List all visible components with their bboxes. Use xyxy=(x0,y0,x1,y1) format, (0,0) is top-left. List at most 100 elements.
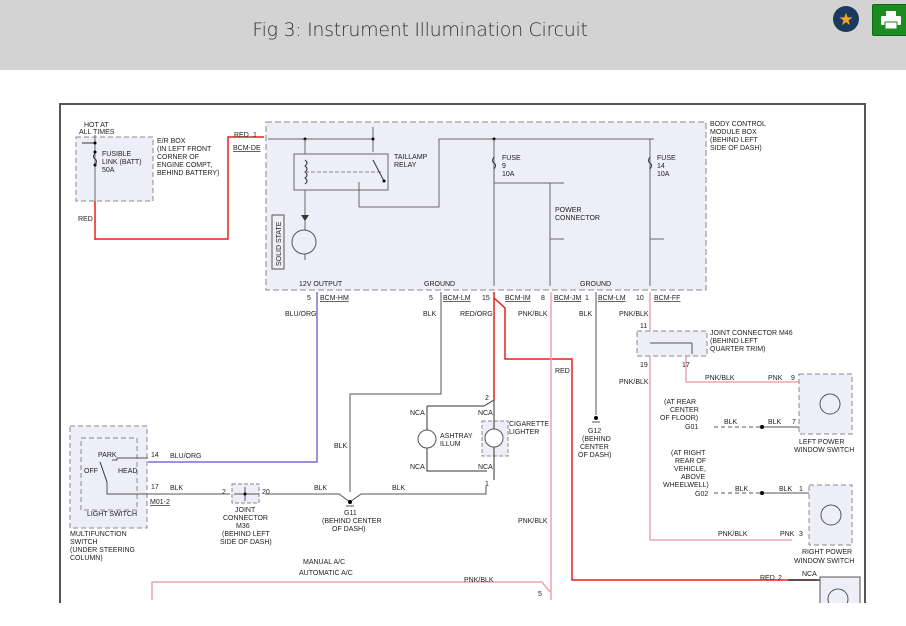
diagram-label: 1 xyxy=(585,295,589,302)
diagram-label: M01-2 xyxy=(150,499,170,506)
diagram-label: G12 xyxy=(588,428,601,435)
diagram-label: G01 xyxy=(685,424,698,431)
diagram-label: CENTER xyxy=(580,444,609,451)
diagram-label: MULTIFUNCTION xyxy=(70,531,127,538)
diagram-label: BLK xyxy=(768,419,782,426)
diagram-label: M36 xyxy=(236,523,250,530)
diagram-label: G11 xyxy=(344,510,357,517)
diagram-label: HOT AT xyxy=(84,122,109,129)
er-box: HOT AT ALL TIMES FUSIBLE LINK (BATT) 50A… xyxy=(75,122,219,240)
diagram-label: 17 xyxy=(682,362,690,369)
diagram-label: CORNER OF xyxy=(157,154,199,161)
diagram-label: HEAD xyxy=(118,468,137,475)
wire-blu-org xyxy=(148,292,318,463)
wire-pnk-blk-right xyxy=(649,292,792,541)
wiring-diagram: HOT AT ALL TIMES FUSIBLE LINK (BATT) 50A… xyxy=(59,103,866,603)
diagram-label: 11 xyxy=(640,323,647,330)
diagram-label: (AT REAR xyxy=(664,399,696,406)
diagram-label: 9 xyxy=(791,375,795,382)
joint-connector-m46: 11 19 17 JOINT CONNECTOR M46 (BEHIND LEF… xyxy=(619,323,793,386)
diagram-label: JOINT CONNECTOR M46 xyxy=(710,330,793,337)
diagram-label: REAR OF xyxy=(675,458,706,465)
diagram-label: (BEHIND xyxy=(582,436,611,443)
diagram-label: PNK xyxy=(780,531,795,538)
diagram-label: (BEHIND LEFT xyxy=(710,338,759,345)
diagram-label: GROUND xyxy=(424,281,455,288)
diagram-label: 2 xyxy=(485,395,489,402)
diagram-label: 17 xyxy=(151,484,159,491)
diagram-label: SIDE OF DASH) xyxy=(710,145,762,152)
diagram-label: 5 xyxy=(429,295,433,302)
diagram-label: PNK/BLK xyxy=(619,379,649,386)
printer-icon xyxy=(881,11,901,30)
diagram-label: BLK xyxy=(579,311,593,318)
diagram-label: ENGINE COMPT, xyxy=(157,162,212,169)
diagram-label: OF FLOOR) xyxy=(660,415,698,422)
diagram-label: BEHIND BATTERY) xyxy=(157,170,219,177)
diagram-label: PNK/BLK xyxy=(718,531,748,538)
figure-header: Fig 3: Instrument Illumination Circuit ★ xyxy=(0,0,906,70)
print-button[interactable] xyxy=(872,4,906,36)
diagram-label: BCM-HM xyxy=(320,295,349,302)
diagram-label: WINDOW SWITCH xyxy=(794,447,854,454)
diagram-label: OF DASH) xyxy=(332,526,365,533)
diagram-label: 1 xyxy=(253,132,257,139)
diagram-label: ASHTRAY xyxy=(440,433,473,440)
diagram-label: FUSE xyxy=(502,155,521,162)
star-icon: ★ xyxy=(838,9,854,29)
diagram-label: RED xyxy=(78,216,93,223)
diagram-label: SOLID STATE xyxy=(276,221,283,266)
diagram-label: BODY CONTROL xyxy=(710,121,766,128)
diagram-label: NCA xyxy=(802,571,817,578)
diagram-label: 20 xyxy=(262,489,270,496)
diagram-label: 3 xyxy=(799,531,803,538)
diagram-label: PARK xyxy=(98,452,117,459)
diagram-label: MANUAL A/C xyxy=(303,559,345,566)
wire-red-battery xyxy=(94,136,264,240)
diagram-label: PNK/BLK xyxy=(518,311,548,318)
diagram-label: 5 xyxy=(307,295,311,302)
diagram-label: BLK xyxy=(170,485,184,492)
diagram-label: SIDE OF DASH) xyxy=(220,539,272,546)
diagram-label: VEHICLE, xyxy=(674,466,706,473)
diagram-label: NCA xyxy=(478,464,493,471)
diagram-label: 2 xyxy=(778,575,782,582)
diagram-label: BLK xyxy=(735,486,749,493)
diagram-label: CIGARETTE xyxy=(509,421,549,428)
diagram-label: (BEHIND LEFT xyxy=(710,137,759,144)
diagram-label: 10A xyxy=(657,171,670,178)
diagram-label: 2 xyxy=(222,489,226,496)
diagram-label: ABOVE xyxy=(681,474,705,481)
diagram-label: BLK xyxy=(779,486,793,493)
diagram-label: BLU/ORG xyxy=(170,453,202,460)
diagram-label: ALL TIMES xyxy=(79,129,115,136)
diagram-label: 15 xyxy=(482,295,490,302)
diagram-label: TAILLAMP xyxy=(394,154,428,161)
diagram-label: BCM-LM xyxy=(598,295,626,302)
diagram-label: 12V OUTPUT xyxy=(299,281,343,288)
diagram-label: POWER xyxy=(555,207,581,214)
diagram-label: (IN LEFT FRONT xyxy=(157,146,212,153)
favorite-button[interactable]: ★ xyxy=(833,6,859,32)
diagram-label: (BEHIND CENTER xyxy=(322,518,382,525)
ground-g11: BLK G11 (BEHIND CENTER OF DASH) BLK xyxy=(322,443,406,533)
bottom-section: MANUAL A/C AUTOMATIC A/C PNK/BLK 5 RED 2… xyxy=(299,559,861,603)
diagram-label: 10 xyxy=(636,295,644,302)
diagram-label: PNK/BLK xyxy=(464,577,494,584)
diagram-label: 7 xyxy=(792,419,796,426)
wire-blk-ground xyxy=(349,292,442,492)
diagram-label: BLK xyxy=(392,485,406,492)
diagram-label: G02 xyxy=(695,491,708,498)
diagram-label: LIGHTER xyxy=(509,429,539,436)
diagram-label: 14 xyxy=(151,452,159,459)
ground-g12: G12 (BEHIND CENTER OF DASH) xyxy=(578,416,611,459)
diagram-label: 50A xyxy=(102,167,115,174)
diagram-label: 8 xyxy=(541,295,545,302)
diagram-label: 5 xyxy=(538,591,542,598)
diagram-label: RED/ORG xyxy=(460,311,493,318)
diagram-label: COLUMN) xyxy=(70,555,103,562)
diagram-label: 1 xyxy=(485,481,489,488)
diagram-label: WHEELWELL) xyxy=(663,482,709,489)
diagram-label: PNK/BLK xyxy=(619,311,649,318)
diagram-label: BLK xyxy=(334,443,348,450)
